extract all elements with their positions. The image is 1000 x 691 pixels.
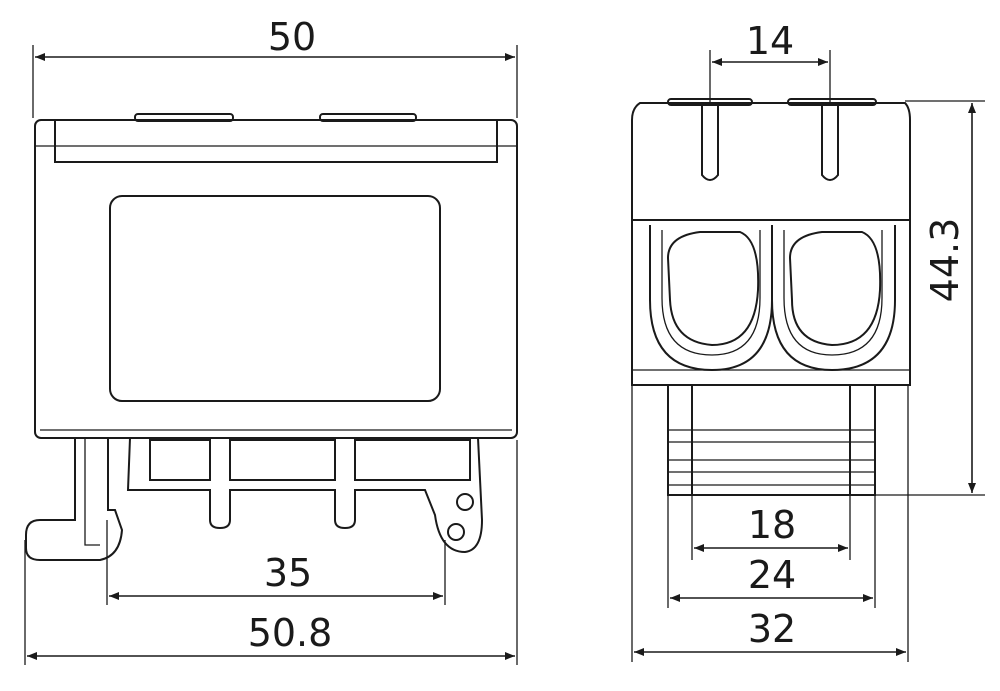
base-slot-2 — [229, 439, 336, 481]
base-slot-3 — [354, 439, 471, 481]
body-outline — [34, 119, 518, 439]
pin-right — [821, 105, 839, 181]
dim-label-mid-width: 24 — [748, 553, 796, 597]
din-clip-left — [25, 438, 124, 561]
din-base — [126, 437, 484, 554]
dim-label-inner-width: 18 — [748, 503, 796, 547]
wire-port-right — [771, 225, 896, 372]
dim-label-width-top: 50 — [268, 15, 316, 59]
dim-label-pin-spacing: 14 — [746, 19, 794, 63]
dim-label-width-bottom: 50.8 — [248, 611, 333, 655]
top-tab-left — [134, 113, 234, 122]
top-cover — [54, 119, 498, 163]
side-body — [631, 102, 911, 386]
side-view: 14 44.3 18 24 32 — [631, 19, 985, 662]
wire-port-left — [649, 225, 773, 372]
pin-left — [701, 105, 719, 181]
base-slot-1 — [149, 439, 211, 481]
lower-section — [667, 384, 876, 496]
label-window — [109, 195, 441, 402]
hole-upper — [456, 493, 474, 511]
hole-lower — [447, 523, 465, 541]
top-tab-right — [319, 113, 417, 122]
dim-label-outer-width: 32 — [748, 607, 796, 651]
front-view: 50 35 50.8 — [24, 15, 518, 665]
dim-label-height: 44.3 — [923, 218, 967, 303]
dim-label-rail-width: 35 — [264, 551, 312, 595]
